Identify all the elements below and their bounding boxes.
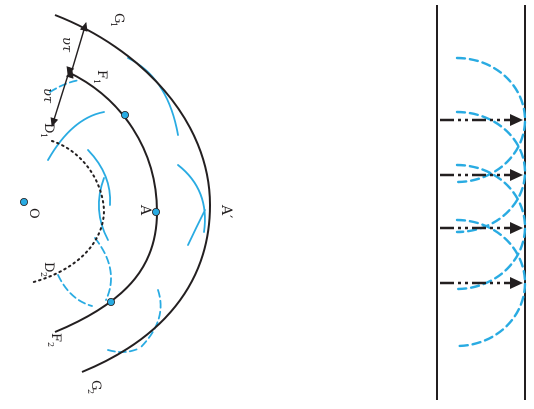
wavefront-point [107,297,116,306]
wavefront-g1g2 [54,14,212,373]
svg-text:2: 2 [86,389,95,394]
wavelet-arc [107,347,141,353]
rays-plane [440,114,523,289]
wavelet-arc [47,111,105,161]
wavefront-d1d2 [29,140,106,284]
svg-text:A: A [137,204,153,216]
svg-text:F: F [48,333,63,342]
svg-text:F: F [94,70,109,79]
distance-arrow-top [65,22,88,79]
svg-text:D: D [41,123,56,133]
spherical-wavefront-figure: G 1 F 1 D 1 D 2 F 2 G 2 A A′ O [19,13,234,394]
wavelet-arc [177,164,206,233]
wavelet-arc [87,149,111,206]
wavelet-arc [94,237,112,301]
svg-text:D: D [41,262,56,272]
svg-text:G: G [88,380,103,390]
label-d2: D 2 [39,262,56,277]
secondary-wavelets-plane [455,56,527,348]
label-f1: F 1 [92,70,109,84]
svg-text:1: 1 [109,22,118,27]
wavelet-arc [187,209,206,246]
wavefront-point-a [151,207,160,216]
wavelet-arc [455,56,527,184]
label-o: O [26,208,41,219]
svg-text:O: O [26,208,41,219]
label-vt-top: υτ [59,37,74,53]
source-point-o [19,197,28,206]
wavelet-arc [139,289,162,349]
svg-text:2: 2 [46,342,55,347]
label-a: A [137,204,153,216]
wavelet-arc [455,218,527,348]
label-f2: F 2 [46,333,63,347]
label-g1: G 1 [109,13,126,27]
wavelet-arc [455,110,527,234]
svg-text:2: 2 [39,272,48,277]
svg-text:1: 1 [92,79,101,84]
wavefront-point [121,111,130,120]
wavelet-arc [57,274,93,307]
svg-text:υτ: υτ [40,88,55,104]
plane-wavefront-figure [436,5,527,400]
label-vt-bottom: υτ [40,88,55,104]
wavelet-arc [97,177,109,241]
svg-text:G: G [111,13,126,23]
label-g2: G 2 [86,380,103,394]
distance-arrow-bottom [50,66,75,127]
svg-text:υτ: υτ [59,37,74,53]
secondary-wavelets-spherical [47,57,206,353]
wavelet-arc [455,163,527,291]
label-a-prime: A′ [218,204,234,218]
svg-text:1: 1 [39,133,48,138]
svg-text:A′: A′ [218,204,234,218]
label-d1: D 1 [39,123,56,138]
